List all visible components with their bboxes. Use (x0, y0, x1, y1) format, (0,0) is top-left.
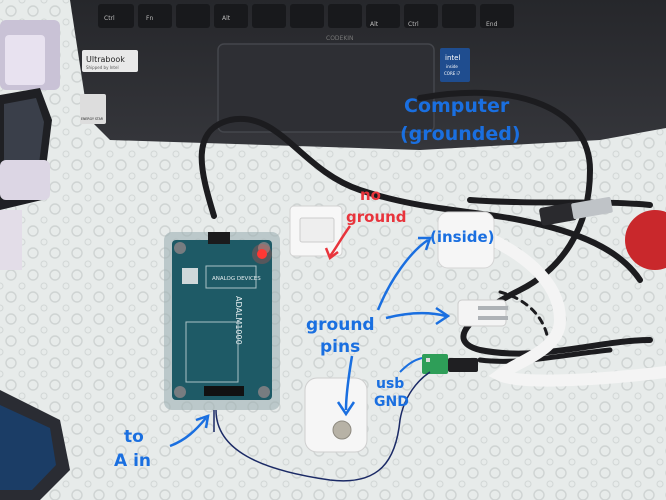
arrow-to-a-in (169, 417, 207, 448)
label-usb: usb (376, 376, 404, 392)
arrow-usb-gnd (399, 357, 423, 373)
device-brand: ANALOG DEVICES (212, 276, 261, 282)
touchpad (217, 43, 435, 133)
svg-text:inside: inside (446, 64, 458, 69)
keyboard-row: Ctrl Fn Alt Alt Ctrl End CODEKIN (98, 4, 514, 42)
laptop-brand: CODEKIN (326, 35, 354, 42)
label-inside: (inside) (430, 228, 495, 246)
ultrabook-badge: Ultrabook Shipped by Intel (82, 50, 138, 72)
label-grounded: (grounded) (400, 123, 521, 145)
annotations: Computer (grounded) no ground (inside) g… (114, 95, 521, 471)
label-ground-red: ground (346, 208, 407, 226)
intel-badge: intel inside CORE i7 (440, 48, 470, 82)
arrow-no-ground (329, 225, 352, 257)
power-led (257, 249, 267, 259)
battery-box (289, 205, 343, 257)
label-ground-pins-1: ground (306, 315, 375, 335)
svg-text:Ultrabook: Ultrabook (86, 55, 125, 64)
arrow-to-plug (385, 312, 447, 320)
arrow-to-inside (376, 238, 429, 311)
thin-wires (213, 371, 431, 482)
power-charger-white (437, 211, 508, 327)
key-ctrl-right: Ctrl (408, 21, 419, 28)
red-object (625, 210, 666, 270)
label-to: to (124, 427, 144, 447)
adalm1000-device: ANALOG DEVICES ADALM1000 (164, 232, 280, 410)
white-cable (464, 224, 666, 387)
key-end: End (486, 21, 498, 28)
key-alt: Alt (222, 15, 231, 22)
left-objects (0, 20, 70, 500)
svg-text:Shipped by Intel: Shipped by Intel (86, 65, 119, 70)
energy-star-badge: ENERGY STAR (80, 94, 106, 124)
svg-text:ENERGY STAR: ENERGY STAR (81, 117, 104, 121)
label-gnd: GND (374, 394, 409, 410)
key-alt-right: Alt (370, 21, 379, 28)
label-a-in: A in (114, 451, 151, 471)
arrow-to-cube (344, 355, 354, 411)
svg-text:intel: intel (445, 54, 460, 62)
key-ctrl: Ctrl (104, 15, 115, 22)
usb-plug (539, 196, 613, 226)
label-ground-pins-2: pins (320, 337, 360, 357)
usb-charger-cube (304, 377, 368, 453)
laptop: Ctrl Fn Alt Alt Ctrl End CODEKIN Ultrabo… (70, 0, 666, 150)
device-model: ADALM1000 (234, 296, 243, 345)
svg-text:CORE i7: CORE i7 (444, 71, 461, 76)
usb-breakout-board (422, 354, 478, 374)
key-fn: Fn (146, 15, 153, 22)
label-no: no (360, 186, 381, 204)
label-computer: Computer (404, 95, 510, 117)
